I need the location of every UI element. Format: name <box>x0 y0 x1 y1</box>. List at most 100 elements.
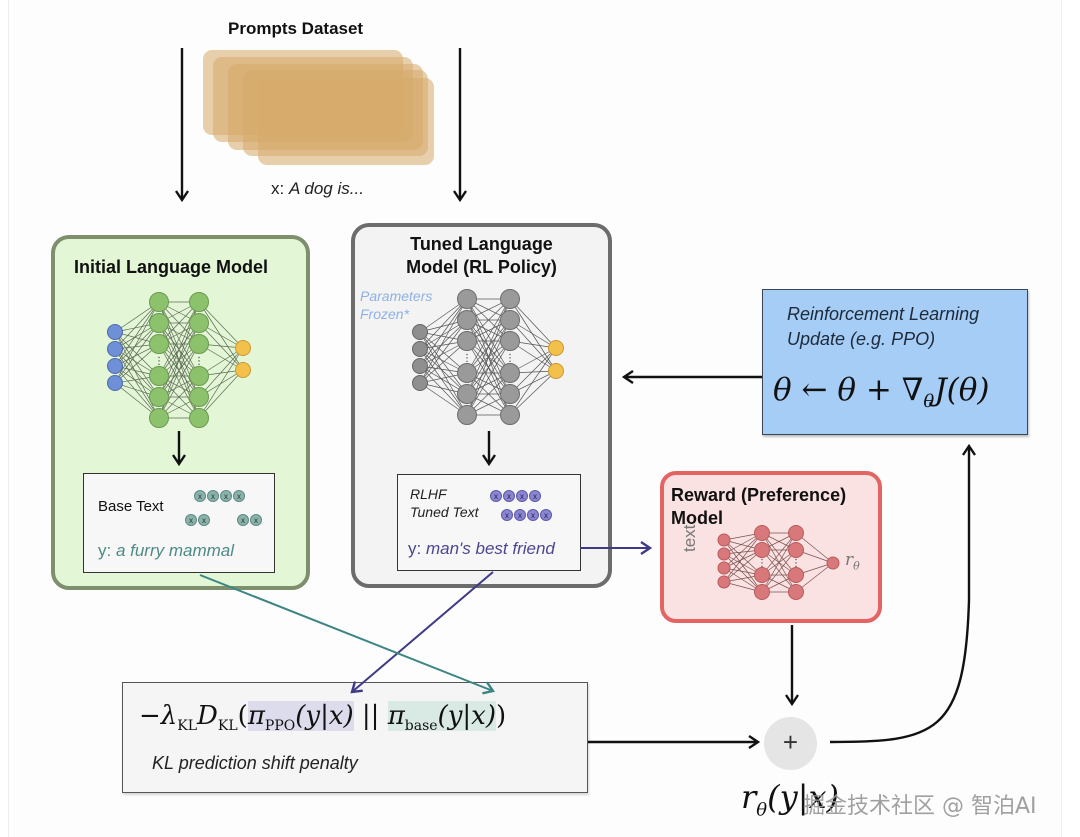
token-icon: x <box>198 514 210 526</box>
output-node <box>548 363 564 379</box>
rl-title-line2: Update (e.g. PPO) <box>787 329 936 349</box>
reward-model-network: ⋮⋮ <box>717 525 840 600</box>
prompt-example: x: A dog is... <box>271 179 364 199</box>
network-edge <box>761 549 797 593</box>
hidden-node <box>149 387 169 407</box>
ellipsis-dots: ⋮ <box>757 558 767 569</box>
network-edge <box>723 532 763 569</box>
pi-ppo-cond: (y|x) <box>295 701 354 731</box>
network-edge <box>509 347 557 395</box>
network-edge <box>509 298 557 349</box>
kl-formula: −λKLDKL(πPPO(y|x) || πbase(y|x)) <box>139 701 507 735</box>
token-icon: x <box>237 514 249 526</box>
input-node <box>412 358 428 374</box>
output-node <box>548 340 564 356</box>
network-edge <box>114 301 160 384</box>
network-edge <box>114 301 160 367</box>
kl-penalty-box: −λKLDKL(πPPO(y|x) || πbase(y|x)) KL pred… <box>122 682 588 793</box>
watermark: 掘金技术社区 @ 智泊AI <box>803 794 1037 819</box>
input-node <box>412 324 428 340</box>
hidden-node <box>189 366 209 386</box>
hidden-node <box>149 366 169 386</box>
network-edge <box>466 372 511 416</box>
network-edge <box>466 340 511 416</box>
result-args: (y|x) <box>767 778 840 816</box>
ellipsis-dots: ⋮ <box>154 356 164 367</box>
network-edge <box>419 340 468 384</box>
network-edge <box>466 298 511 374</box>
hidden-node <box>457 384 477 404</box>
network-edge <box>114 348 160 419</box>
pi-base-cond: (y|x) <box>437 701 496 731</box>
network-edge <box>158 343 200 419</box>
output-text: man's best friend <box>425 539 555 558</box>
output-prefix: y: <box>98 541 116 560</box>
network-edge <box>509 347 557 416</box>
reward-title-line1: Reward (Preference) <box>671 485 847 505</box>
network-edge <box>419 331 468 374</box>
hidden-node <box>457 363 477 383</box>
input-node <box>107 341 123 357</box>
network-edge <box>158 301 200 377</box>
hidden-node <box>149 292 169 312</box>
hidden-node <box>754 584 770 600</box>
network-edge <box>114 322 160 384</box>
network-edge <box>419 331 468 395</box>
hidden-node <box>754 525 770 541</box>
hidden-node <box>500 331 520 351</box>
hidden-node <box>189 408 209 428</box>
result-symbol: r <box>741 778 757 816</box>
token-icon: x <box>527 509 539 521</box>
network-edge <box>419 319 468 384</box>
hidden-node <box>149 334 169 354</box>
base-text-label: Base Text <box>98 498 164 515</box>
input-node <box>107 324 123 340</box>
token-icon: x <box>490 490 502 502</box>
reward-model-box <box>660 471 882 623</box>
base-output-example: y: a furry mammal <box>98 541 234 561</box>
hidden-node <box>457 310 477 330</box>
hidden-node <box>457 289 477 309</box>
initial-to-kl-arrow <box>199 574 496 695</box>
rl-update-box: Reinforcement Learning Update (e.g. PPO)… <box>762 289 1028 435</box>
sum-to-rl-update-arrow <box>829 443 976 744</box>
reward-symbol: r <box>845 550 854 570</box>
network-edge <box>114 322 160 367</box>
hidden-node <box>189 313 209 333</box>
network-edge <box>114 331 160 398</box>
note-line2: Frozen* <box>360 306 410 322</box>
token-icon: x <box>250 514 262 526</box>
input-node <box>717 575 731 589</box>
input-node <box>717 533 731 547</box>
input-node <box>717 547 731 561</box>
tuned-output-example: y: man's best friend <box>408 539 555 559</box>
hidden-node <box>457 405 477 425</box>
ellipsis-dots: ⋮ <box>194 356 204 367</box>
reward-output-label: rθ <box>845 550 860 572</box>
token-icon: x <box>540 509 552 521</box>
reward-sub: θ <box>853 559 860 573</box>
output-node <box>235 362 251 378</box>
token-icon: x <box>194 490 206 502</box>
initial-model-title: Initial Language Model <box>74 257 269 277</box>
hidden-node <box>189 292 209 312</box>
output-text: a furry mammal <box>115 541 235 560</box>
input-node <box>412 375 428 391</box>
pi-base-term: πbase(y|x) <box>387 701 496 734</box>
tuned-title-line1: Tuned Language <box>410 234 553 254</box>
hidden-node <box>500 289 520 309</box>
network-edge <box>419 298 468 350</box>
token-icon: x <box>220 490 232 502</box>
hidden-node <box>788 584 804 600</box>
rl-update-formula: θ ← θ + ∇θJ(θ) <box>773 372 989 412</box>
prompt-card <box>258 78 434 165</box>
hidden-node <box>788 542 804 558</box>
input-node <box>107 358 123 374</box>
reward-result-label: rθ(y|x) <box>741 778 839 820</box>
network-edge <box>509 319 557 372</box>
hidden-node <box>500 405 520 425</box>
tuned-model-title: Tuned Language Model (RL Policy) <box>351 233 612 279</box>
token-icon: x <box>501 509 513 521</box>
